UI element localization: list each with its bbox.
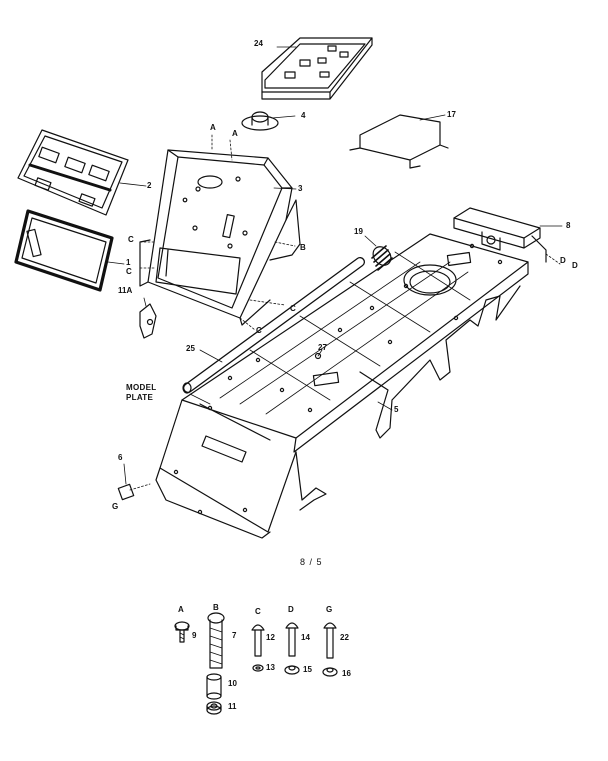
hardware-b-bolt bbox=[207, 612, 225, 669]
callout-27: 27 bbox=[318, 343, 327, 352]
model-plate-label-1: MODEL bbox=[126, 383, 157, 392]
callout-b: B bbox=[300, 243, 306, 252]
callout-c-3: C bbox=[290, 304, 296, 313]
hardware-num-9: 9 bbox=[192, 631, 197, 640]
hardware-letter-a: A bbox=[178, 605, 184, 614]
callout-6: 6 bbox=[118, 453, 123, 462]
callout-1: 1 bbox=[126, 258, 131, 267]
callout-11a: 11A bbox=[118, 286, 133, 295]
hardware-num-22: 22 bbox=[340, 633, 349, 642]
part-1-lens bbox=[14, 209, 125, 292]
hardware-num-14: 14 bbox=[301, 633, 310, 642]
callout-c-2: C bbox=[126, 267, 132, 276]
page-reference: 8 / 5 bbox=[300, 557, 323, 567]
part-4-cap bbox=[241, 111, 296, 131]
hardware-num-7: 7 bbox=[232, 631, 237, 640]
hardware-15-nut bbox=[284, 665, 300, 675]
callout-d-2: D bbox=[572, 261, 578, 270]
hardware-letter-b: B bbox=[213, 603, 219, 612]
part-3-housing bbox=[139, 134, 301, 331]
model-plate-label-2: PLATE bbox=[126, 393, 154, 402]
hardware-c-bolt bbox=[251, 624, 265, 657]
hardware-13-nut bbox=[252, 664, 264, 672]
part-25-rod bbox=[182, 257, 365, 394]
callout-3: 3 bbox=[298, 184, 303, 193]
callout-8: 8 bbox=[566, 221, 571, 230]
callout-2: 2 bbox=[147, 181, 152, 190]
hardware-letter-c: C bbox=[255, 607, 261, 616]
callout-5: 5 bbox=[394, 405, 399, 414]
hardware-num-16: 16 bbox=[342, 669, 351, 678]
callout-c-4: C bbox=[256, 326, 262, 335]
callout-17: 17 bbox=[447, 110, 456, 119]
callout-d-1: D bbox=[560, 256, 566, 265]
callout-19: 19 bbox=[354, 227, 363, 236]
callout-4: 4 bbox=[301, 111, 306, 120]
part-8-bracket bbox=[453, 207, 563, 265]
hardware-g-bolt bbox=[323, 622, 337, 659]
callout-g: G bbox=[112, 502, 119, 511]
hardware-num-13: 13 bbox=[266, 663, 275, 672]
hardware-16-nut bbox=[322, 667, 338, 677]
hardware-letter-g: G bbox=[326, 605, 333, 614]
part-5-frame bbox=[155, 233, 529, 539]
hardware-num-11: 11 bbox=[228, 702, 237, 711]
callout-a-2: A bbox=[232, 129, 238, 138]
hardware-d-bolt bbox=[285, 622, 299, 657]
hardware-num-12: 12 bbox=[266, 633, 275, 642]
part-2-panel bbox=[17, 129, 147, 216]
callout-25: 25 bbox=[186, 344, 195, 353]
hardware-a-bolt bbox=[174, 621, 190, 643]
callout-c-1: C bbox=[128, 235, 134, 244]
hardware-num-10: 10 bbox=[228, 679, 237, 688]
part-24-tray bbox=[261, 37, 373, 100]
hardware-11-nut bbox=[206, 701, 222, 715]
callout-a-1: A bbox=[210, 123, 216, 132]
callout-24: 24 bbox=[254, 39, 263, 48]
hardware-num-15: 15 bbox=[303, 665, 312, 674]
part-17-bracket bbox=[349, 114, 449, 169]
part-6-fastener bbox=[117, 463, 151, 501]
hardware-letter-d: D bbox=[288, 605, 294, 614]
hardware-10-spacer bbox=[206, 673, 222, 700]
part-11a-clip bbox=[139, 297, 157, 339]
part-19-spring bbox=[364, 235, 393, 271]
